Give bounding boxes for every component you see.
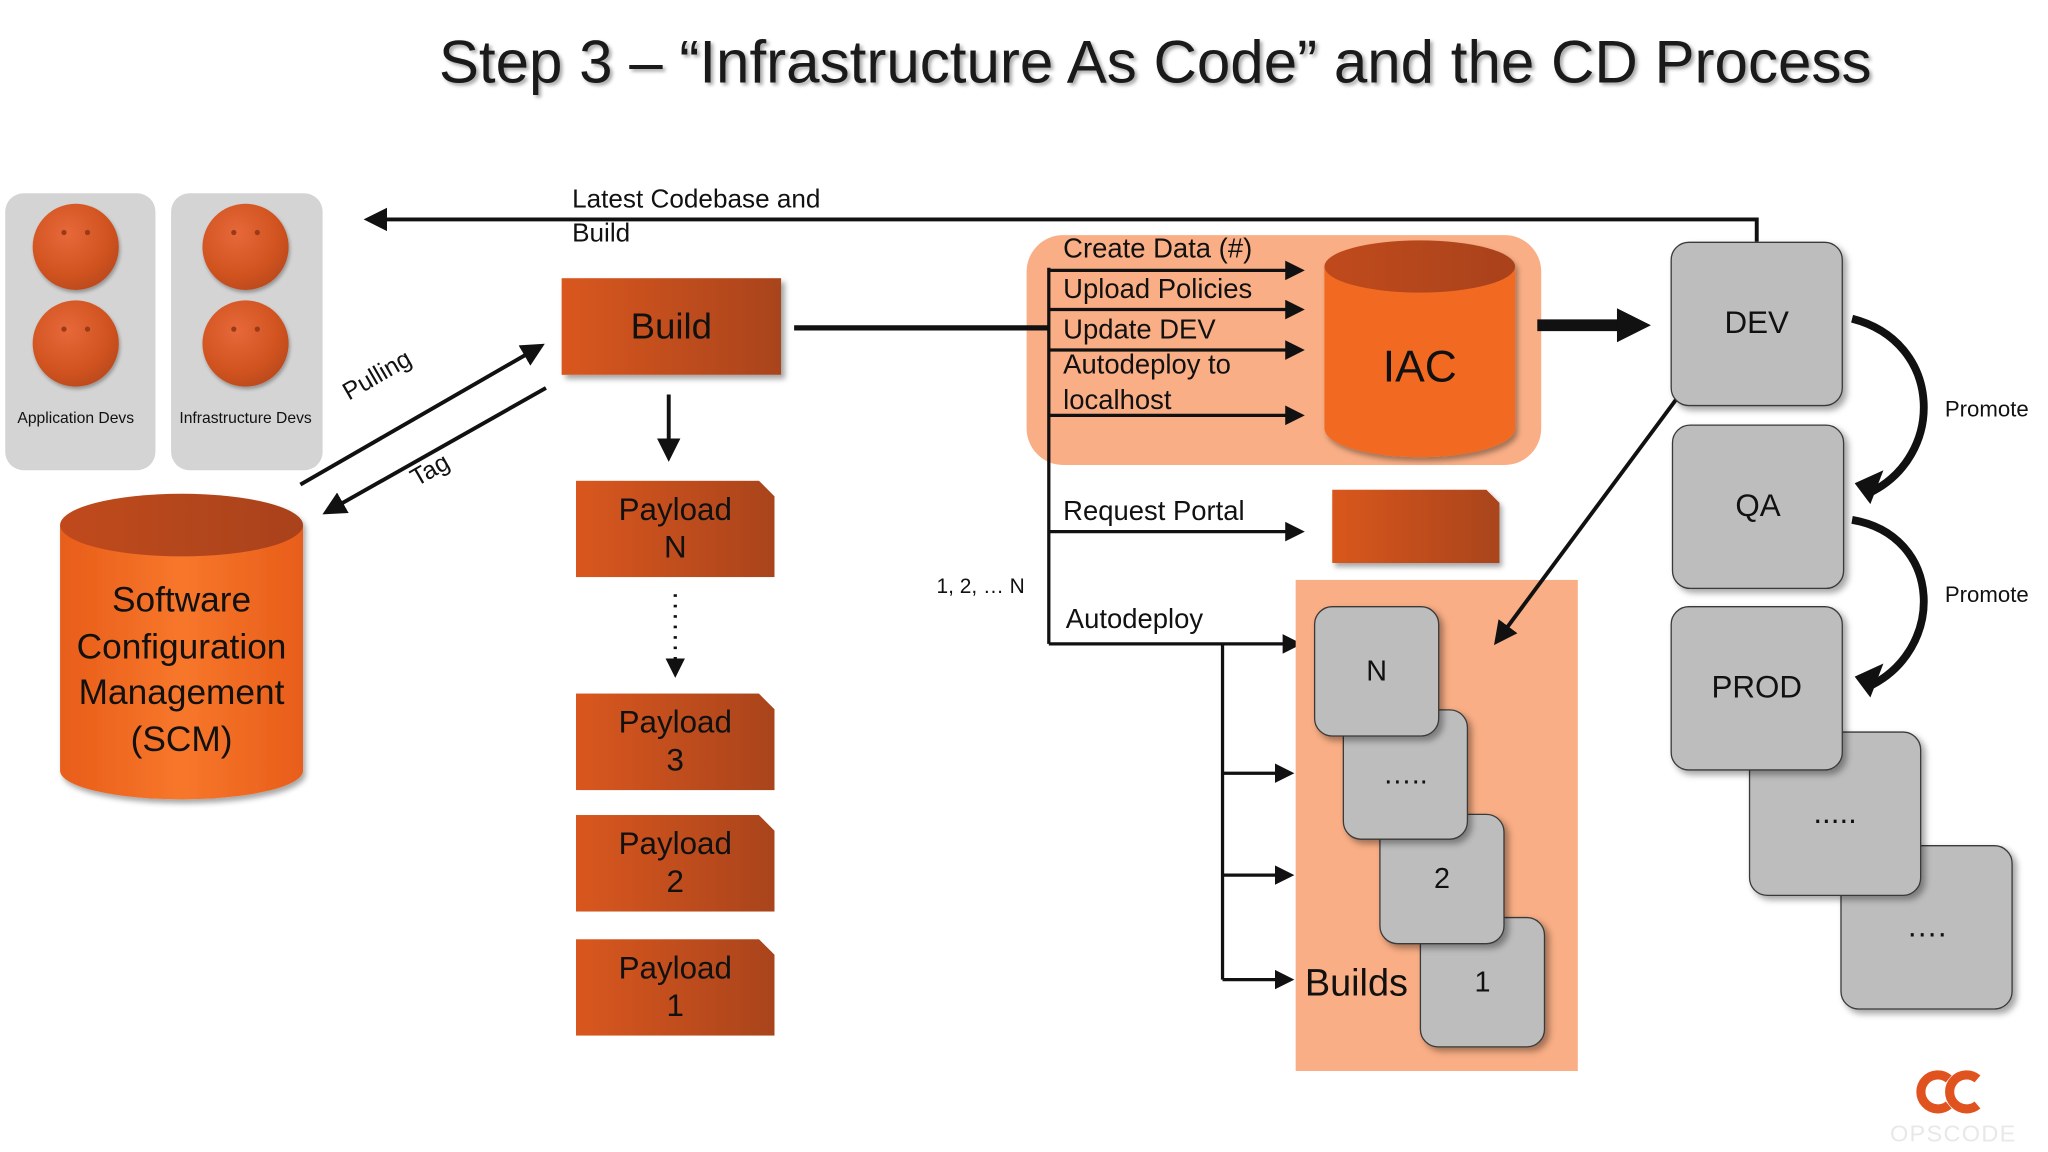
promote-label: Promote	[1944, 582, 2029, 608]
payload-box: Payload 2	[575, 815, 775, 912]
request-portal-label: Request Portal	[1063, 496, 1245, 527]
iac-step-label: Update DEV	[1063, 314, 1216, 345]
developer-avatar-icon	[32, 300, 119, 387]
promote-dev-qa-arrow	[1851, 314, 1928, 498]
iac-step-label: Upload Policies	[1063, 274, 1253, 305]
developer-avatar-icon	[32, 203, 119, 290]
developer-avatar-icon	[202, 300, 289, 387]
build-box: Build	[561, 278, 782, 375]
scm-label: Software Configuration Management (SCM)	[76, 579, 287, 759]
env-card-dev: DEV	[1670, 241, 1843, 407]
opscode-logo-text: OPSCODE	[1889, 1120, 2017, 1147]
autodeploy-label: Autodeploy	[1065, 604, 1204, 635]
env-card-qa: QA	[1671, 424, 1845, 590]
scm-cylinder	[60, 493, 304, 800]
developer-avatar-icon	[202, 203, 289, 290]
payload-box: Payload 1	[575, 939, 775, 1036]
latest-codebase-label: Latest Codebase and Build	[572, 185, 821, 249]
tag-arrow	[322, 386, 547, 515]
infrastructure-devs-label: Infrastructure Devs	[179, 408, 312, 428]
iac-step-label: Create Data (#)	[1063, 233, 1253, 264]
dev-to-builds-arrow	[1494, 372, 1697, 646]
iac-cylinder	[1324, 240, 1516, 458]
slide-title: Step 3 – “Infrastructure As Code” and th…	[438, 27, 1872, 96]
request-portal-box	[1332, 489, 1500, 563]
promote-label: Promote	[1944, 397, 2029, 422]
env-card-prod: PROD	[1670, 606, 1843, 771]
payload-box: Payload N	[575, 480, 775, 578]
pulling-arrow	[299, 343, 545, 487]
one-to-n-label: 1, 2, … N	[936, 575, 1025, 599]
promote-qa-prod-arrow	[1851, 515, 1928, 691]
builds-label: Builds	[1304, 962, 1408, 1005]
opscode-logo-icon	[1916, 1070, 1981, 1114]
latest-codebase-arrow	[363, 207, 1759, 242]
iac-step-label: localhost	[1063, 385, 1172, 416]
build-card: N	[1313, 606, 1440, 737]
payload-box: Payload 3	[575, 693, 775, 791]
iac-step-label: Autodeploy to	[1063, 350, 1231, 381]
application-devs-label: Application Devs	[17, 408, 135, 428]
iac-label: IAC	[1382, 342, 1457, 392]
